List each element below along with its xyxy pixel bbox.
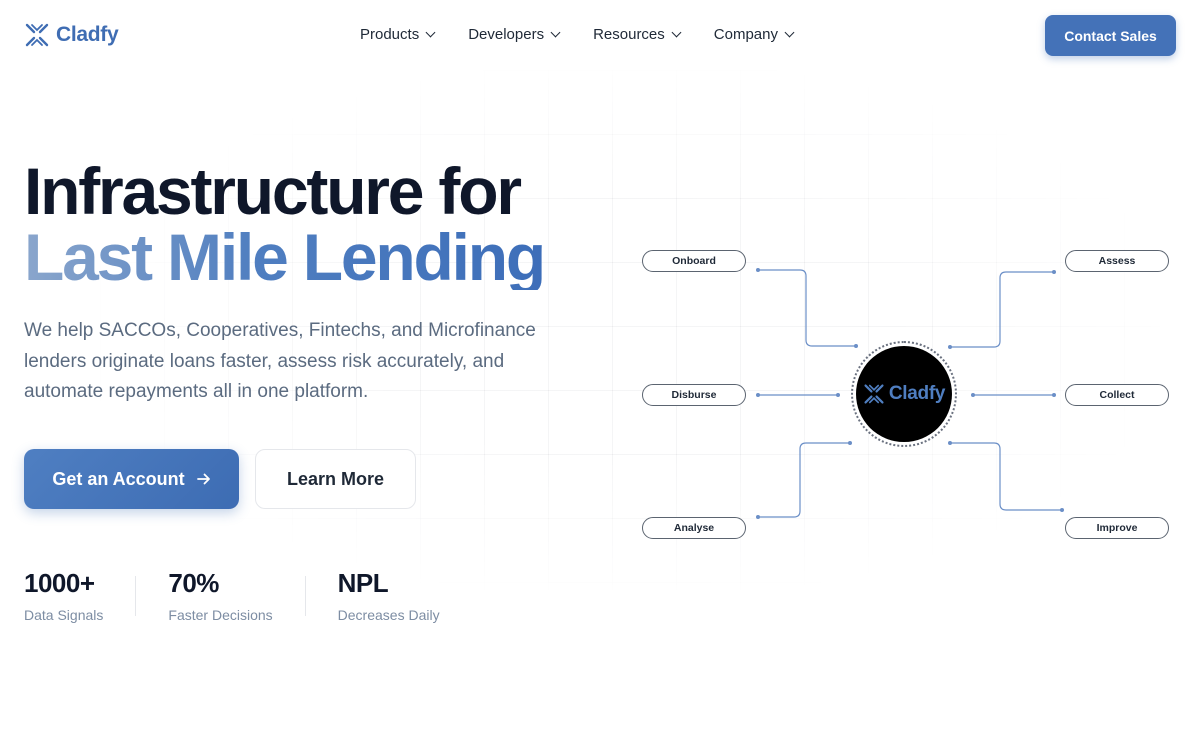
chevron-down-icon bbox=[784, 27, 795, 38]
hero-title-line2: Last Mile Lending bbox=[24, 220, 546, 294]
stat-value: 70% bbox=[168, 568, 219, 598]
nav-item-label: Resources bbox=[593, 26, 665, 43]
connector-improve bbox=[948, 441, 1064, 512]
get-account-button[interactable]: Get an Account bbox=[24, 449, 239, 509]
lending-flow-diagram: Onboard Assess Disburse Collect Analyse … bbox=[630, 240, 1180, 550]
connector-onboard bbox=[756, 268, 858, 348]
stat-npl: NPL Decreases Daily bbox=[338, 566, 440, 623]
hub-logo: Cladfy bbox=[856, 346, 952, 442]
connector-assess bbox=[948, 270, 1056, 349]
site-header: Cladfy Products Developers Resources Com… bbox=[0, 0, 1200, 72]
nav-item-label: Products bbox=[360, 26, 420, 43]
node-assess: Assess bbox=[1065, 250, 1169, 272]
nav-item-company[interactable]: Company bbox=[713, 26, 795, 43]
nav-item-products[interactable]: Products bbox=[360, 26, 436, 43]
diagram-connectors bbox=[756, 268, 1064, 519]
cladfy-x-logo-icon bbox=[864, 384, 884, 404]
node-collect: Collect bbox=[1065, 384, 1169, 406]
stat-value: 1000+ bbox=[24, 568, 95, 598]
stat-value: NPL bbox=[337, 568, 389, 598]
stat-divider bbox=[304, 576, 306, 616]
stats-row: 1000+ Data Signals 70% Faster Decisions … bbox=[24, 566, 440, 623]
stat-label: Faster Decisions bbox=[168, 607, 273, 623]
node-analyse: Analyse bbox=[642, 517, 746, 539]
connector-analyse bbox=[756, 441, 852, 519]
diagram-hub: Cladfy bbox=[851, 341, 957, 447]
nav-item-resources[interactable]: Resources bbox=[593, 26, 682, 43]
stat-label: Decreases Daily bbox=[337, 607, 440, 623]
contact-sales-button[interactable]: Contact Sales bbox=[1045, 15, 1176, 56]
nav-item-developers[interactable]: Developers bbox=[468, 26, 561, 43]
get-account-label: Get an Account bbox=[52, 468, 185, 489]
brand-name: Cladfy bbox=[56, 23, 119, 46]
stat-divider bbox=[135, 576, 137, 616]
cladfy-x-logo-icon bbox=[25, 23, 49, 47]
stat-data-signals: 1000+ Data Signals bbox=[24, 566, 103, 623]
chevron-down-icon bbox=[671, 27, 682, 38]
brand-logo[interactable]: Cladfy bbox=[24, 22, 119, 48]
stat-faster-decisions: 70% Faster Decisions bbox=[168, 566, 272, 623]
hub-label: Cladfy bbox=[888, 383, 946, 404]
learn-more-button[interactable]: Learn More bbox=[255, 449, 416, 509]
arrow-right-icon bbox=[196, 473, 210, 485]
hero-title: Infrastructure for Last Mile Lending bbox=[24, 154, 546, 294]
stat-label: Data Signals bbox=[24, 607, 104, 623]
node-onboard: Onboard bbox=[642, 250, 746, 272]
nav-item-label: Company bbox=[713, 26, 778, 43]
hero-title-line1: Infrastructure for bbox=[24, 154, 522, 228]
nav-item-label: Developers bbox=[468, 26, 545, 43]
chevron-down-icon bbox=[550, 27, 561, 38]
node-improve: Improve bbox=[1065, 517, 1169, 539]
main-nav: Products Developers Resources Company bbox=[360, 26, 795, 43]
hero-description: We help SACCOs, Cooperatives, Fintechs, … bbox=[24, 320, 536, 402]
node-disburse: Disburse bbox=[642, 384, 746, 406]
chevron-down-icon bbox=[425, 27, 436, 38]
